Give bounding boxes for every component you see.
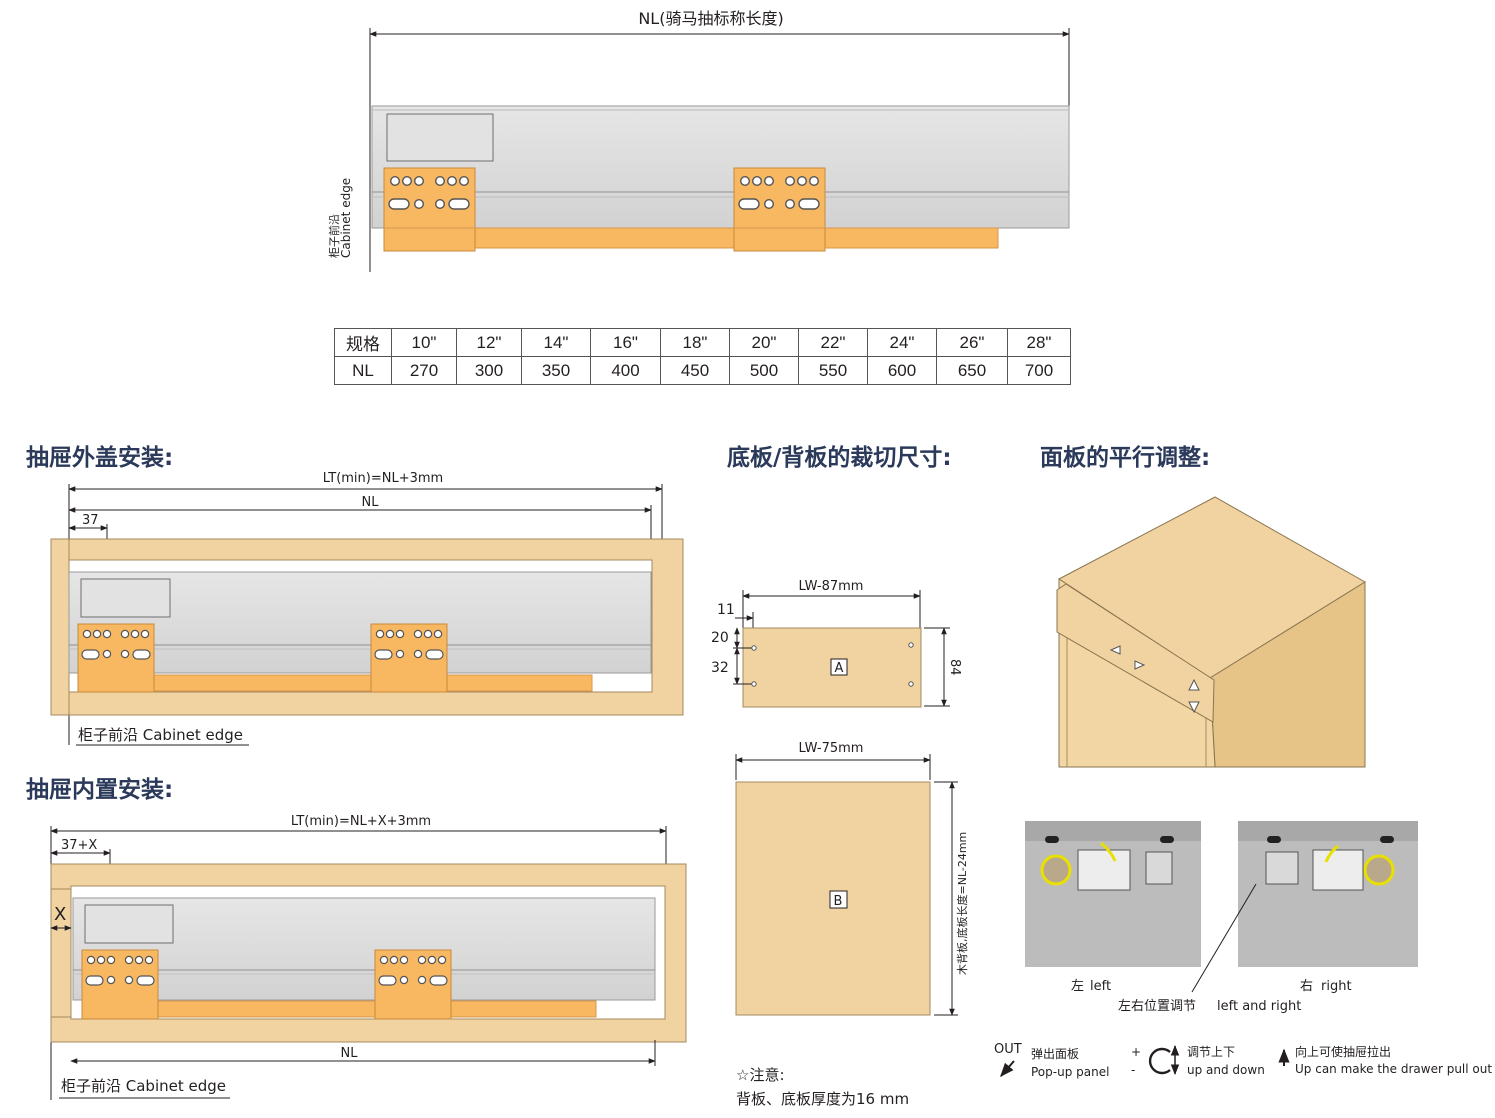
left-adjust-photo: 左 left (1025, 821, 1201, 994)
nl-label: NL (362, 495, 380, 510)
panel-b-height-label: 木背板,底板长度=NL-24mm (955, 832, 969, 975)
panel-b-diagram: LW-75mm B 木背板,底板长度=NL-24mm (735, 741, 969, 1016)
right-adjust-photo: 右 right (1238, 821, 1418, 994)
spec-cell: 规格 (334, 328, 392, 357)
overlay-install-title: 抽屉外盖安装: (26, 444, 173, 471)
spec-cell: 700 (1007, 356, 1071, 385)
inset-front-panel (50, 888, 72, 1018)
dim-20-label: 20 (711, 630, 729, 646)
spec-cell: 22" (798, 328, 868, 357)
spec-nl-row: NL 270 300 350 400 450 500 550 600 650 7… (334, 356, 1071, 385)
dim-11-label: 11 (717, 602, 735, 618)
out-label: OUT (994, 1042, 1022, 1057)
overlay-front-panel (50, 538, 70, 716)
panel-b-tag: B (834, 894, 843, 909)
note-text: 背板、底板厚度为16 mm (736, 1090, 909, 1108)
parallel-adjust-title: 面板的平行调整: (1040, 444, 1210, 471)
offset-37-label: 37 (82, 513, 99, 528)
spec-cell: 20" (729, 328, 799, 357)
spec-cell: 12" (456, 328, 522, 357)
updown-en: up and down (1187, 1063, 1265, 1077)
updown-cn: 调节上下 (1187, 1045, 1235, 1059)
spec-cell: 14" (521, 328, 591, 357)
rotate-icon (1148, 1047, 1171, 1075)
panel-b-width-label: LW-75mm (799, 741, 864, 756)
cabinet-edge-label-top: 柜子前沿 Cabinet edge (327, 178, 353, 258)
pull-en: Up can make the drawer pull out (1295, 1062, 1492, 1076)
spec-cell: 24" (867, 328, 937, 357)
adjust-legend: OUT 弹出面板 Pop-up panel + - 调节上下 up and do… (994, 1042, 1492, 1079)
panel-a-height-label: 84 (947, 659, 962, 676)
nl-nominal-label: NL(骑马抽标称长度) (638, 9, 783, 28)
side-window (386, 113, 494, 162)
left-cn-label: 左 (1071, 979, 1084, 994)
spec-table: 规格 10" 12" 14" 16" 18" 20" 22" 24" 26" 2… (334, 328, 1071, 385)
pull-cn: 向上可使抽屉拉出 (1295, 1044, 1391, 1059)
svg-text:柜子前沿: 柜子前沿 (327, 214, 341, 258)
right-en-label: right (1321, 979, 1352, 994)
spec-header-row: 规格 10" 12" 14" 16" 18" 20" 22" 24" 26" 2… (334, 328, 1071, 357)
cabinet-edge-label-overlay: 柜子前沿 Cabinet edge (78, 726, 243, 744)
panel-a-diagram: LW-87mm 11 20 32 A 84 (711, 579, 962, 708)
cutting-size-title: 底板/背板的裁切尺寸: (727, 444, 952, 471)
spec-cell: 650 (936, 356, 1008, 385)
spec-cell: 400 (590, 356, 661, 385)
offset-37x-label: 37+X (61, 838, 97, 853)
nl-inset-label: NL (341, 1046, 359, 1061)
spec-cell: 28" (1007, 328, 1071, 357)
spec-cell: NL (334, 356, 392, 385)
spec-cell: 16" (590, 328, 661, 357)
spec-cell: 600 (867, 356, 937, 385)
popup-cn: 弹出面板 (1031, 1047, 1079, 1061)
lt-min-label: LT(min)=NL+3mm (323, 471, 443, 486)
spec-cell: 26" (936, 328, 1008, 357)
plus-label: + (1131, 1045, 1141, 1059)
spec-cell: 550 (798, 356, 868, 385)
spec-cell: 450 (660, 356, 730, 385)
overlay-install-diagram: LT(min)=NL+3mm NL 37 (50, 471, 684, 746)
drawer-3d-illustration (1056, 496, 1366, 768)
inset-install-diagram: LT(min)=NL+X+3mm 37+X X NL (50, 814, 687, 1100)
spec-cell: 350 (521, 356, 591, 385)
popup-en: Pop-up panel (1031, 1065, 1109, 1079)
panel-a-tag: A (835, 661, 844, 676)
minus-label: - (1131, 1063, 1135, 1077)
spec-cell: 500 (729, 356, 799, 385)
panel-a-width-label: LW-87mm (799, 579, 864, 594)
top-drawer-diagram: NL(骑马抽标称长度) (327, 9, 1070, 272)
lr-adjust-cn: 左右位置调节 (1118, 999, 1196, 1014)
popup-arrow-icon (1000, 1060, 1015, 1078)
x-label: X (54, 904, 66, 925)
spec-cell: 18" (660, 328, 730, 357)
left-en-label: left (1090, 979, 1111, 994)
svg-text:Cabinet edge: Cabinet edge (339, 178, 353, 258)
spec-cell: 10" (391, 328, 457, 357)
cabinet-edge-label-inset: 柜子前沿 Cabinet edge (61, 1077, 226, 1095)
dim-32-label: 32 (711, 660, 729, 676)
spec-cell: 270 (391, 356, 457, 385)
lt-min-inset-label: LT(min)=NL+X+3mm (291, 814, 431, 829)
note-title: ☆注意: (736, 1066, 785, 1084)
inset-install-title: 抽屉内置安装: (26, 776, 173, 803)
lr-adjust-en: left and right (1217, 999, 1301, 1014)
right-cn-label: 右 (1300, 979, 1313, 994)
spec-cell: 300 (456, 356, 522, 385)
